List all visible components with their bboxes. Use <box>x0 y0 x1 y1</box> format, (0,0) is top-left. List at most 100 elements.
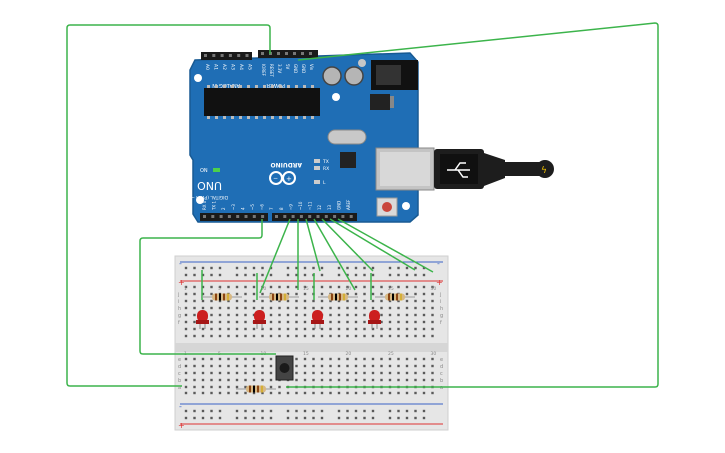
resistor[interactable] <box>236 385 276 393</box>
breadboard-hole[interactable] <box>244 327 247 331</box>
breadboard-hole[interactable] <box>422 357 426 361</box>
breadboard-hole[interactable] <box>303 299 307 303</box>
breadboard-hole[interactable] <box>278 285 281 289</box>
breadboard-hole[interactable] <box>235 378 239 382</box>
breadboard-hole[interactable] <box>227 334 230 338</box>
breadboard-hole[interactable] <box>235 292 239 296</box>
breadboard-hole[interactable] <box>337 391 341 395</box>
breadboard-hole[interactable] <box>184 364 188 368</box>
breadboard-hole[interactable] <box>337 285 341 289</box>
breadboard-hole[interactable] <box>371 391 375 395</box>
breadboard-hole[interactable] <box>269 306 273 310</box>
breadboard-hole[interactable] <box>227 320 230 324</box>
breadboard-hole[interactable] <box>380 292 383 296</box>
breadboard-hole[interactable] <box>193 266 196 270</box>
digital-header-low[interactable] <box>200 213 268 221</box>
breadboard-hole[interactable] <box>371 285 375 289</box>
breadboard-hole[interactable] <box>295 391 298 395</box>
breadboard-hole[interactable] <box>329 320 332 324</box>
breadboard-hole[interactable] <box>422 391 426 395</box>
breadboard-hole[interactable] <box>210 327 213 331</box>
breadboard-hole[interactable] <box>405 327 409 331</box>
breadboard-hole[interactable] <box>431 292 434 296</box>
breadboard-hole[interactable] <box>244 273 247 277</box>
breadboard-hole[interactable] <box>303 371 307 375</box>
breadboard-hole[interactable] <box>346 313 349 317</box>
breadboard-hole[interactable] <box>278 385 281 389</box>
breadboard-hole[interactable] <box>227 357 230 361</box>
analog-header[interactable] <box>201 52 252 60</box>
breadboard-hole[interactable] <box>261 306 264 310</box>
breadboard-hole[interactable] <box>252 327 256 331</box>
breadboard-hole[interactable] <box>184 292 188 296</box>
breadboard-hole[interactable] <box>252 273 256 277</box>
breadboard-hole[interactable] <box>337 357 341 361</box>
breadboard-hole[interactable] <box>269 416 273 420</box>
breadboard-hole[interactable] <box>227 285 230 289</box>
breadboard-hole[interactable] <box>312 416 315 420</box>
breadboard-hole[interactable] <box>414 391 417 395</box>
resistor[interactable] <box>259 293 299 301</box>
breadboard-hole[interactable] <box>193 378 196 382</box>
breadboard-hole[interactable] <box>388 371 392 375</box>
breadboard-hole[interactable] <box>397 371 400 375</box>
breadboard-hole[interactable] <box>388 391 392 395</box>
breadboard-hole[interactable] <box>405 285 409 289</box>
breadboard-hole[interactable] <box>295 285 298 289</box>
breadboard-hole[interactable] <box>210 409 213 413</box>
breadboard-hole[interactable] <box>218 378 222 382</box>
breadboard-hole[interactable] <box>227 385 230 389</box>
breadboard-hole[interactable] <box>295 320 298 324</box>
breadboard-hole[interactable] <box>388 334 392 338</box>
breadboard-hole[interactable] <box>431 378 434 382</box>
breadboard-hole[interactable] <box>329 391 332 395</box>
breadboard-hole[interactable] <box>244 409 247 413</box>
breadboard-hole[interactable] <box>218 327 222 331</box>
breadboard-hole[interactable] <box>414 327 417 331</box>
breadboard-hole[interactable] <box>286 334 290 338</box>
resistor[interactable] <box>202 293 242 301</box>
breadboard-hole[interactable] <box>346 327 349 331</box>
breadboard-hole[interactable] <box>184 391 188 395</box>
breadboard-hole[interactable] <box>218 409 222 413</box>
breadboard-hole[interactable] <box>380 357 383 361</box>
breadboard-hole[interactable] <box>252 292 256 296</box>
breadboard-hole[interactable] <box>405 357 409 361</box>
breadboard-hole[interactable] <box>244 285 247 289</box>
breadboard-hole[interactable] <box>337 306 341 310</box>
breadboard-hole[interactable] <box>346 378 349 382</box>
breadboard-hole[interactable] <box>414 334 417 338</box>
breadboard-hole[interactable] <box>235 334 239 338</box>
breadboard-hole[interactable] <box>431 320 434 324</box>
breadboard-hole[interactable] <box>184 416 188 420</box>
breadboard-hole[interactable] <box>193 285 196 289</box>
breadboard-hole[interactable] <box>337 273 341 277</box>
breadboard-hole[interactable] <box>329 371 332 375</box>
breadboard-hole[interactable] <box>261 364 264 368</box>
breadboard-hole[interactable] <box>414 299 417 303</box>
breadboard-hole[interactable] <box>405 409 409 413</box>
reset-button-cap[interactable] <box>382 202 392 212</box>
breadboard-hole[interactable] <box>218 391 222 395</box>
breadboard-hole[interactable] <box>303 391 307 395</box>
breadboard-hole[interactable] <box>363 334 366 338</box>
breadboard-hole[interactable] <box>337 364 341 368</box>
breadboard-hole[interactable] <box>431 306 434 310</box>
breadboard-hole[interactable] <box>184 320 188 324</box>
breadboard-hole[interactable] <box>261 391 264 395</box>
breadboard-hole[interactable] <box>244 313 247 317</box>
breadboard-hole[interactable] <box>405 266 409 270</box>
breadboard-hole[interactable] <box>405 364 409 368</box>
breadboard-hole[interactable] <box>354 416 358 420</box>
red-led[interactable] <box>253 310 266 329</box>
breadboard-hole[interactable] <box>371 357 375 361</box>
breadboard-hole[interactable] <box>431 391 434 395</box>
breadboard-hole[interactable] <box>295 273 298 277</box>
breadboard-hole[interactable] <box>227 299 230 303</box>
breadboard-hole[interactable] <box>405 313 409 317</box>
breadboard-hole[interactable] <box>354 327 358 331</box>
breadboard-hole[interactable] <box>397 320 400 324</box>
breadboard-hole[interactable] <box>363 357 366 361</box>
breadboard-hole[interactable] <box>337 334 341 338</box>
breadboard-hole[interactable] <box>261 292 264 296</box>
